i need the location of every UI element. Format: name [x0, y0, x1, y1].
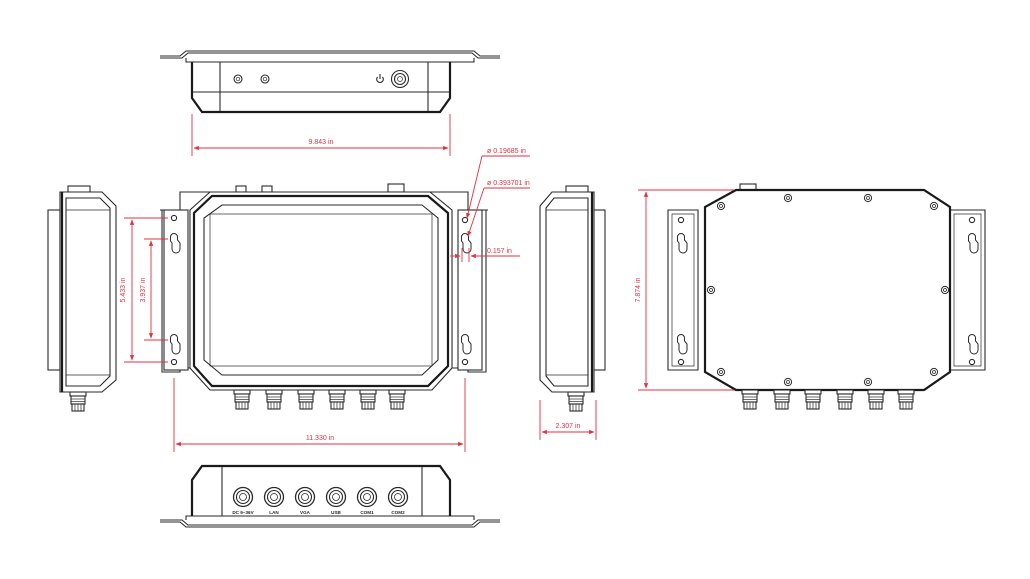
power-icon: [376, 74, 384, 83]
port-label-dc: DC 9~36V: [232, 510, 254, 515]
dim-hole-large: ø 0.393701 in: [487, 180, 530, 187]
dim-hole-small: ø 0.19685 in: [487, 148, 526, 155]
port-label-com1: COM1: [360, 510, 374, 515]
port-label-usb: USB: [331, 510, 341, 515]
top-view: [160, 50, 500, 114]
bottom-view: DC 9~36V LAN VGA USB COM1 COM2: [160, 464, 500, 528]
dim-top-width: 9.843 in: [309, 139, 334, 146]
rear-view: [667, 183, 986, 410]
dim-height-outer: 5.433 in: [120, 277, 127, 302]
dim-height-inner: 3.937 in: [140, 277, 147, 302]
port-label-vga: VGA: [300, 510, 311, 515]
port-label-lan: LAN: [269, 510, 279, 515]
dimensions: 9.843 in 11.330 in 5.433 in 3.937 in ø 0…: [120, 114, 734, 452]
right-side-view: [539, 185, 606, 412]
dim-bracket-thickness: 0.157 in: [487, 248, 512, 255]
left-side-view: [47, 185, 117, 412]
port-label-com2: COM2: [391, 510, 405, 515]
dim-depth: 2.307 in: [556, 423, 581, 430]
dim-rear-height: 7.874 in: [635, 277, 642, 302]
dim-total-width: 11.330 in: [306, 435, 334, 442]
front-view: [160, 183, 488, 410]
